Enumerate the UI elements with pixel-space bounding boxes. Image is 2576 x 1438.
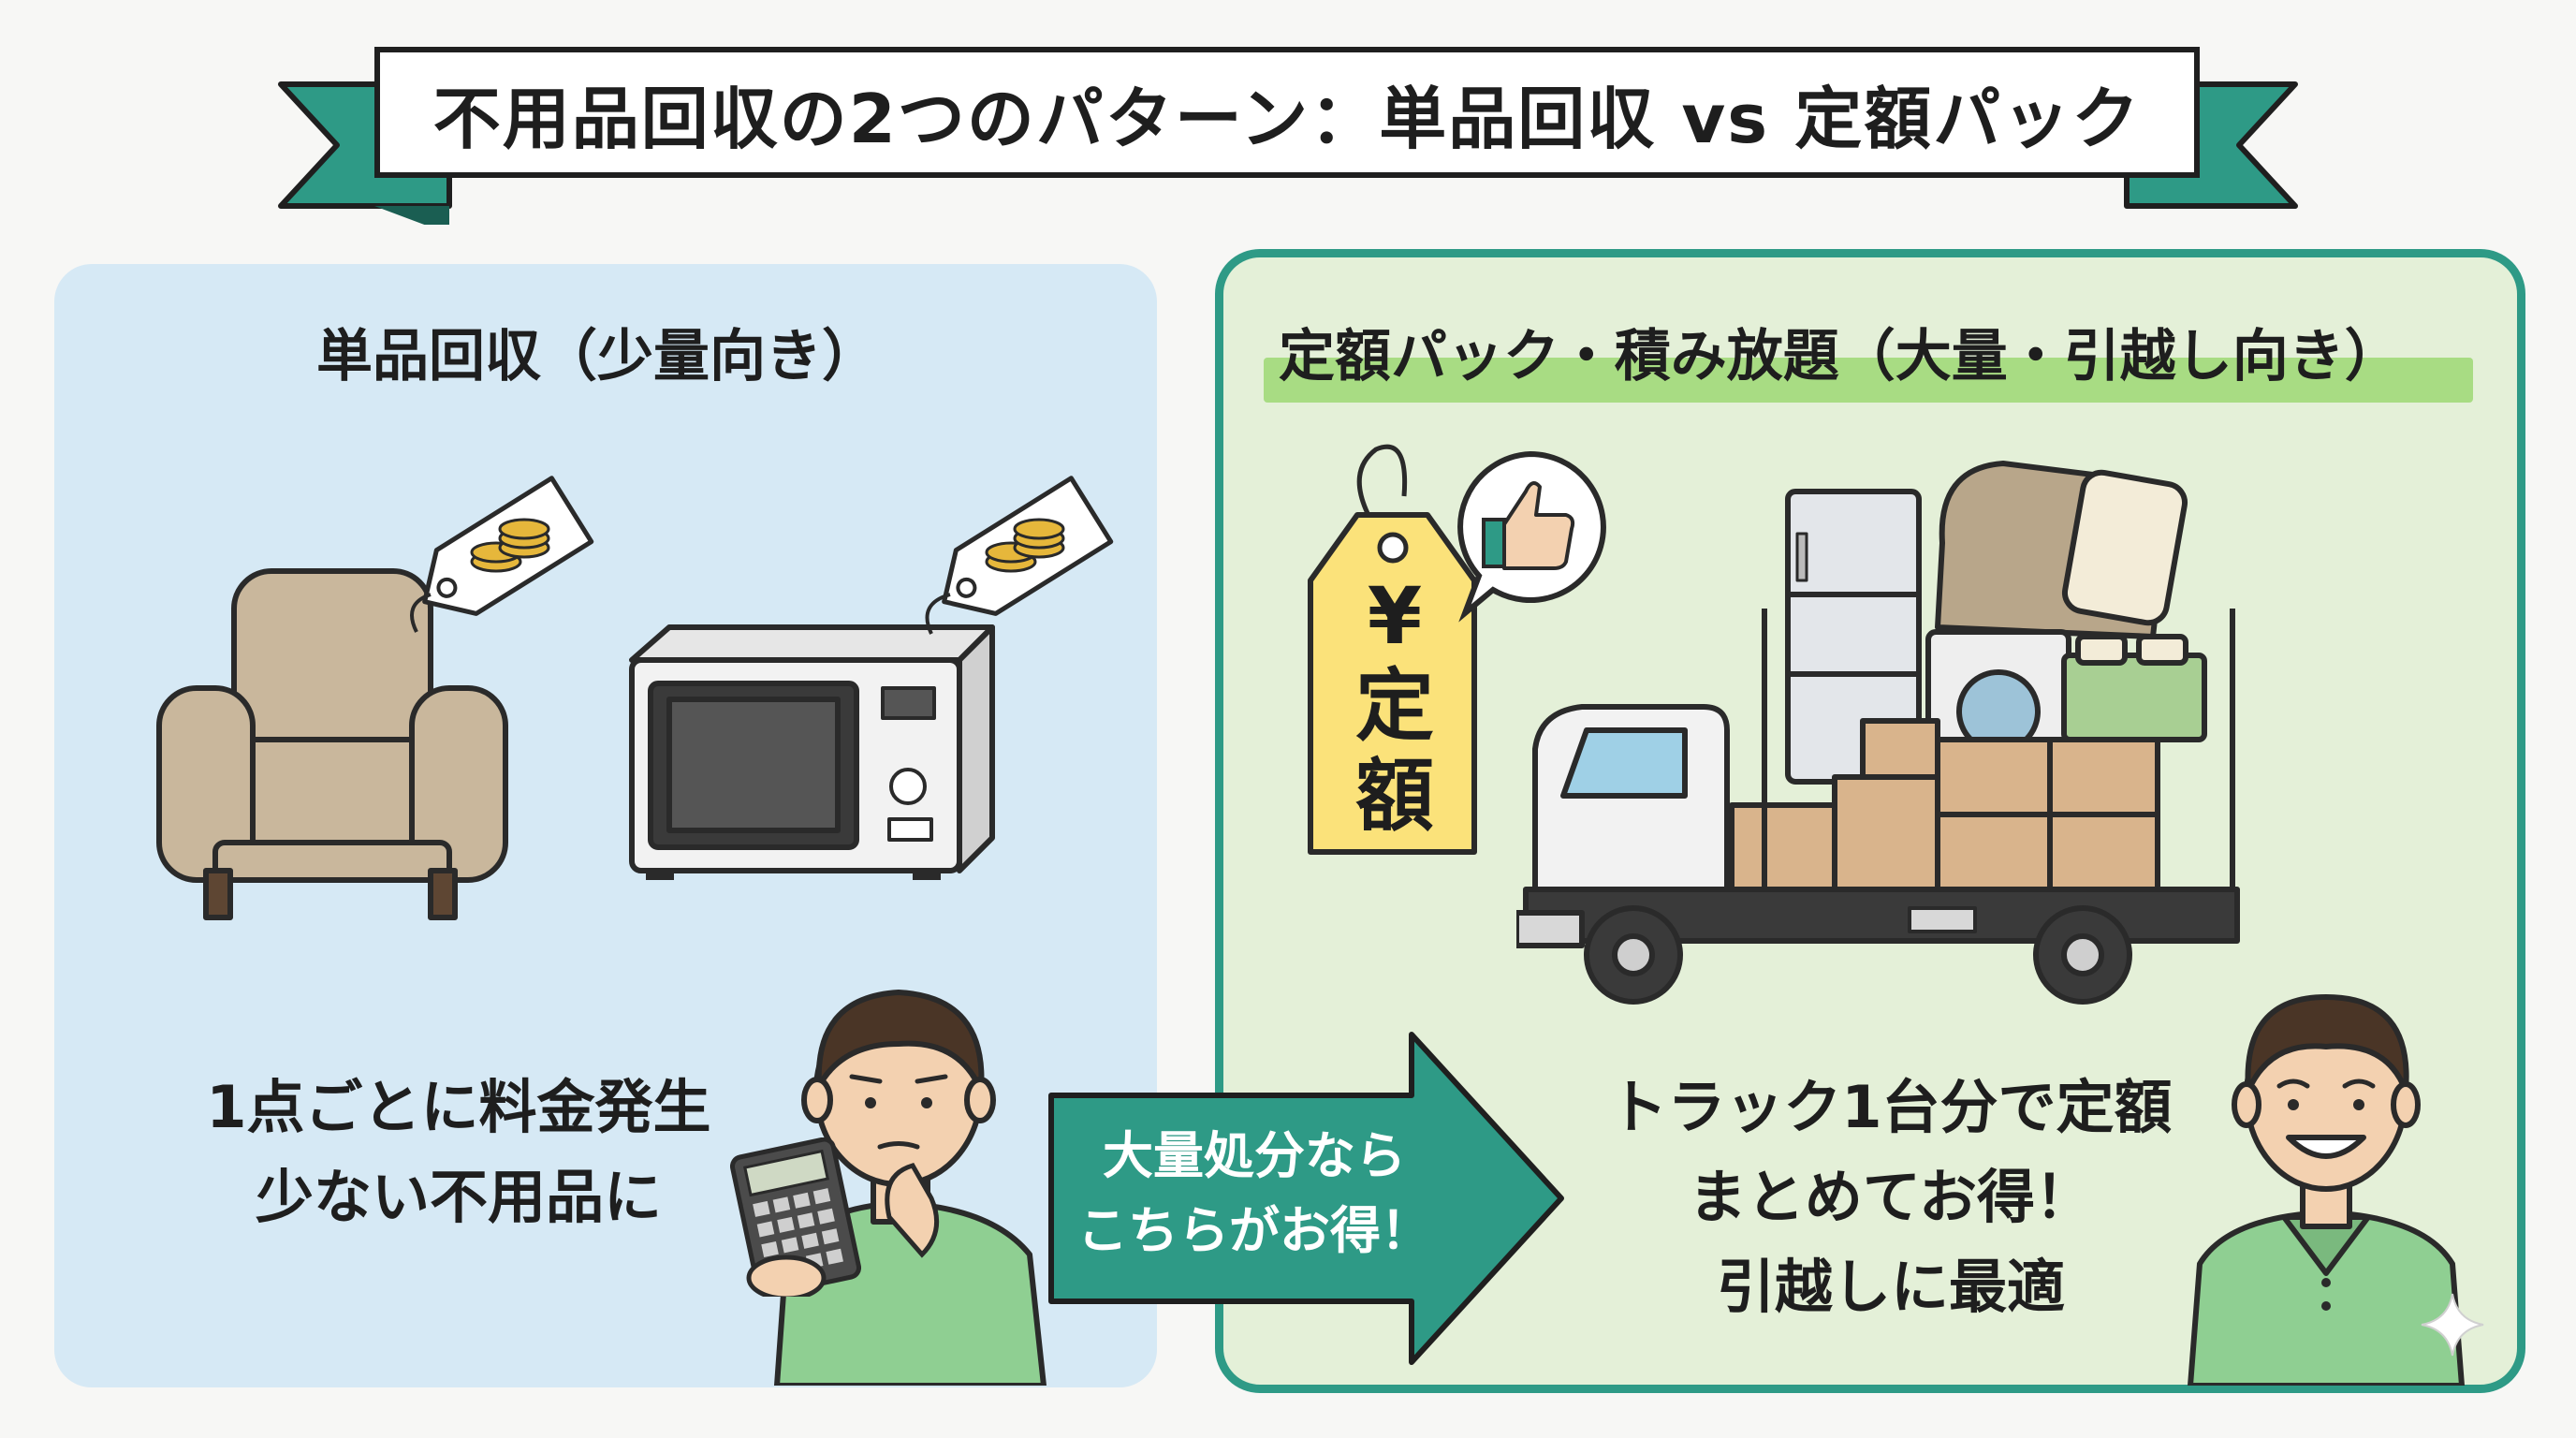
bed-icon (2061, 653, 2207, 742)
page-title: 不用品回収の2つのパターン：単品回収 vs 定額パック (432, 79, 2142, 158)
single-item-heading: 単品回収（少量向き） (316, 324, 878, 389)
flat-rate-heading: 定額パック・積み放題（大量・引越し向き） (1279, 324, 2401, 389)
arrow-message: 大量処分なら こちらがお得！ (1062, 1119, 1446, 1269)
flat-rate-line: トラック1台分で定額 (1609, 1073, 2173, 1141)
arrow-line: こちらがお得！ (1077, 1201, 1431, 1260)
flat-rate-tag (1308, 444, 1477, 855)
mattress-icon (2061, 469, 2188, 626)
microwave-icon (629, 624, 995, 880)
yen-symbol: ¥ (1367, 570, 1423, 662)
happy-man-illustration (2188, 994, 2465, 1386)
box-icon (2047, 812, 2160, 892)
single-item-description: 1点ごとに料金発生 少ない不用品に (150, 1063, 768, 1242)
coins-icon (985, 518, 1065, 573)
sparkle-icon (2421, 1293, 2484, 1357)
thumbs-up-icon (1457, 450, 1606, 623)
title-banner: 不用品回収の2つのパターン：単品回収 vs 定額パック (374, 47, 2200, 178)
coins-icon (470, 518, 550, 573)
heading-highlight (1264, 358, 2473, 403)
arrow-line: 大量処分なら (1103, 1126, 1406, 1185)
single-item-line: 少ない不用品に (255, 1163, 662, 1231)
flat-rate-line: まとめてお得！ (1688, 1163, 2094, 1231)
flat-rate-line: 引越しに最適 (1716, 1253, 2065, 1321)
box-icon (1860, 718, 1940, 780)
tag-line-1: 定 (1354, 660, 1434, 752)
truck-icon (1516, 461, 2240, 1005)
box-icon (1935, 812, 2053, 892)
box-icon (1832, 774, 1940, 892)
comparison-arrow (1048, 1032, 1564, 1365)
box-icon (2047, 737, 2160, 817)
tag-line-2: 額 (1354, 750, 1434, 842)
box-icon (1729, 802, 1837, 892)
armchair-icon (156, 568, 508, 920)
flat-rate-description: トラック1台分で定額 まとめてお得！ 引越しに最適 (1582, 1063, 2200, 1332)
flat-rate-tag-text: ¥ 定 額 (1310, 571, 1479, 841)
box-icon (1935, 737, 2053, 817)
single-item-line: 1点ごとに料金発生 (206, 1073, 711, 1141)
calculator-icon (730, 1137, 861, 1297)
